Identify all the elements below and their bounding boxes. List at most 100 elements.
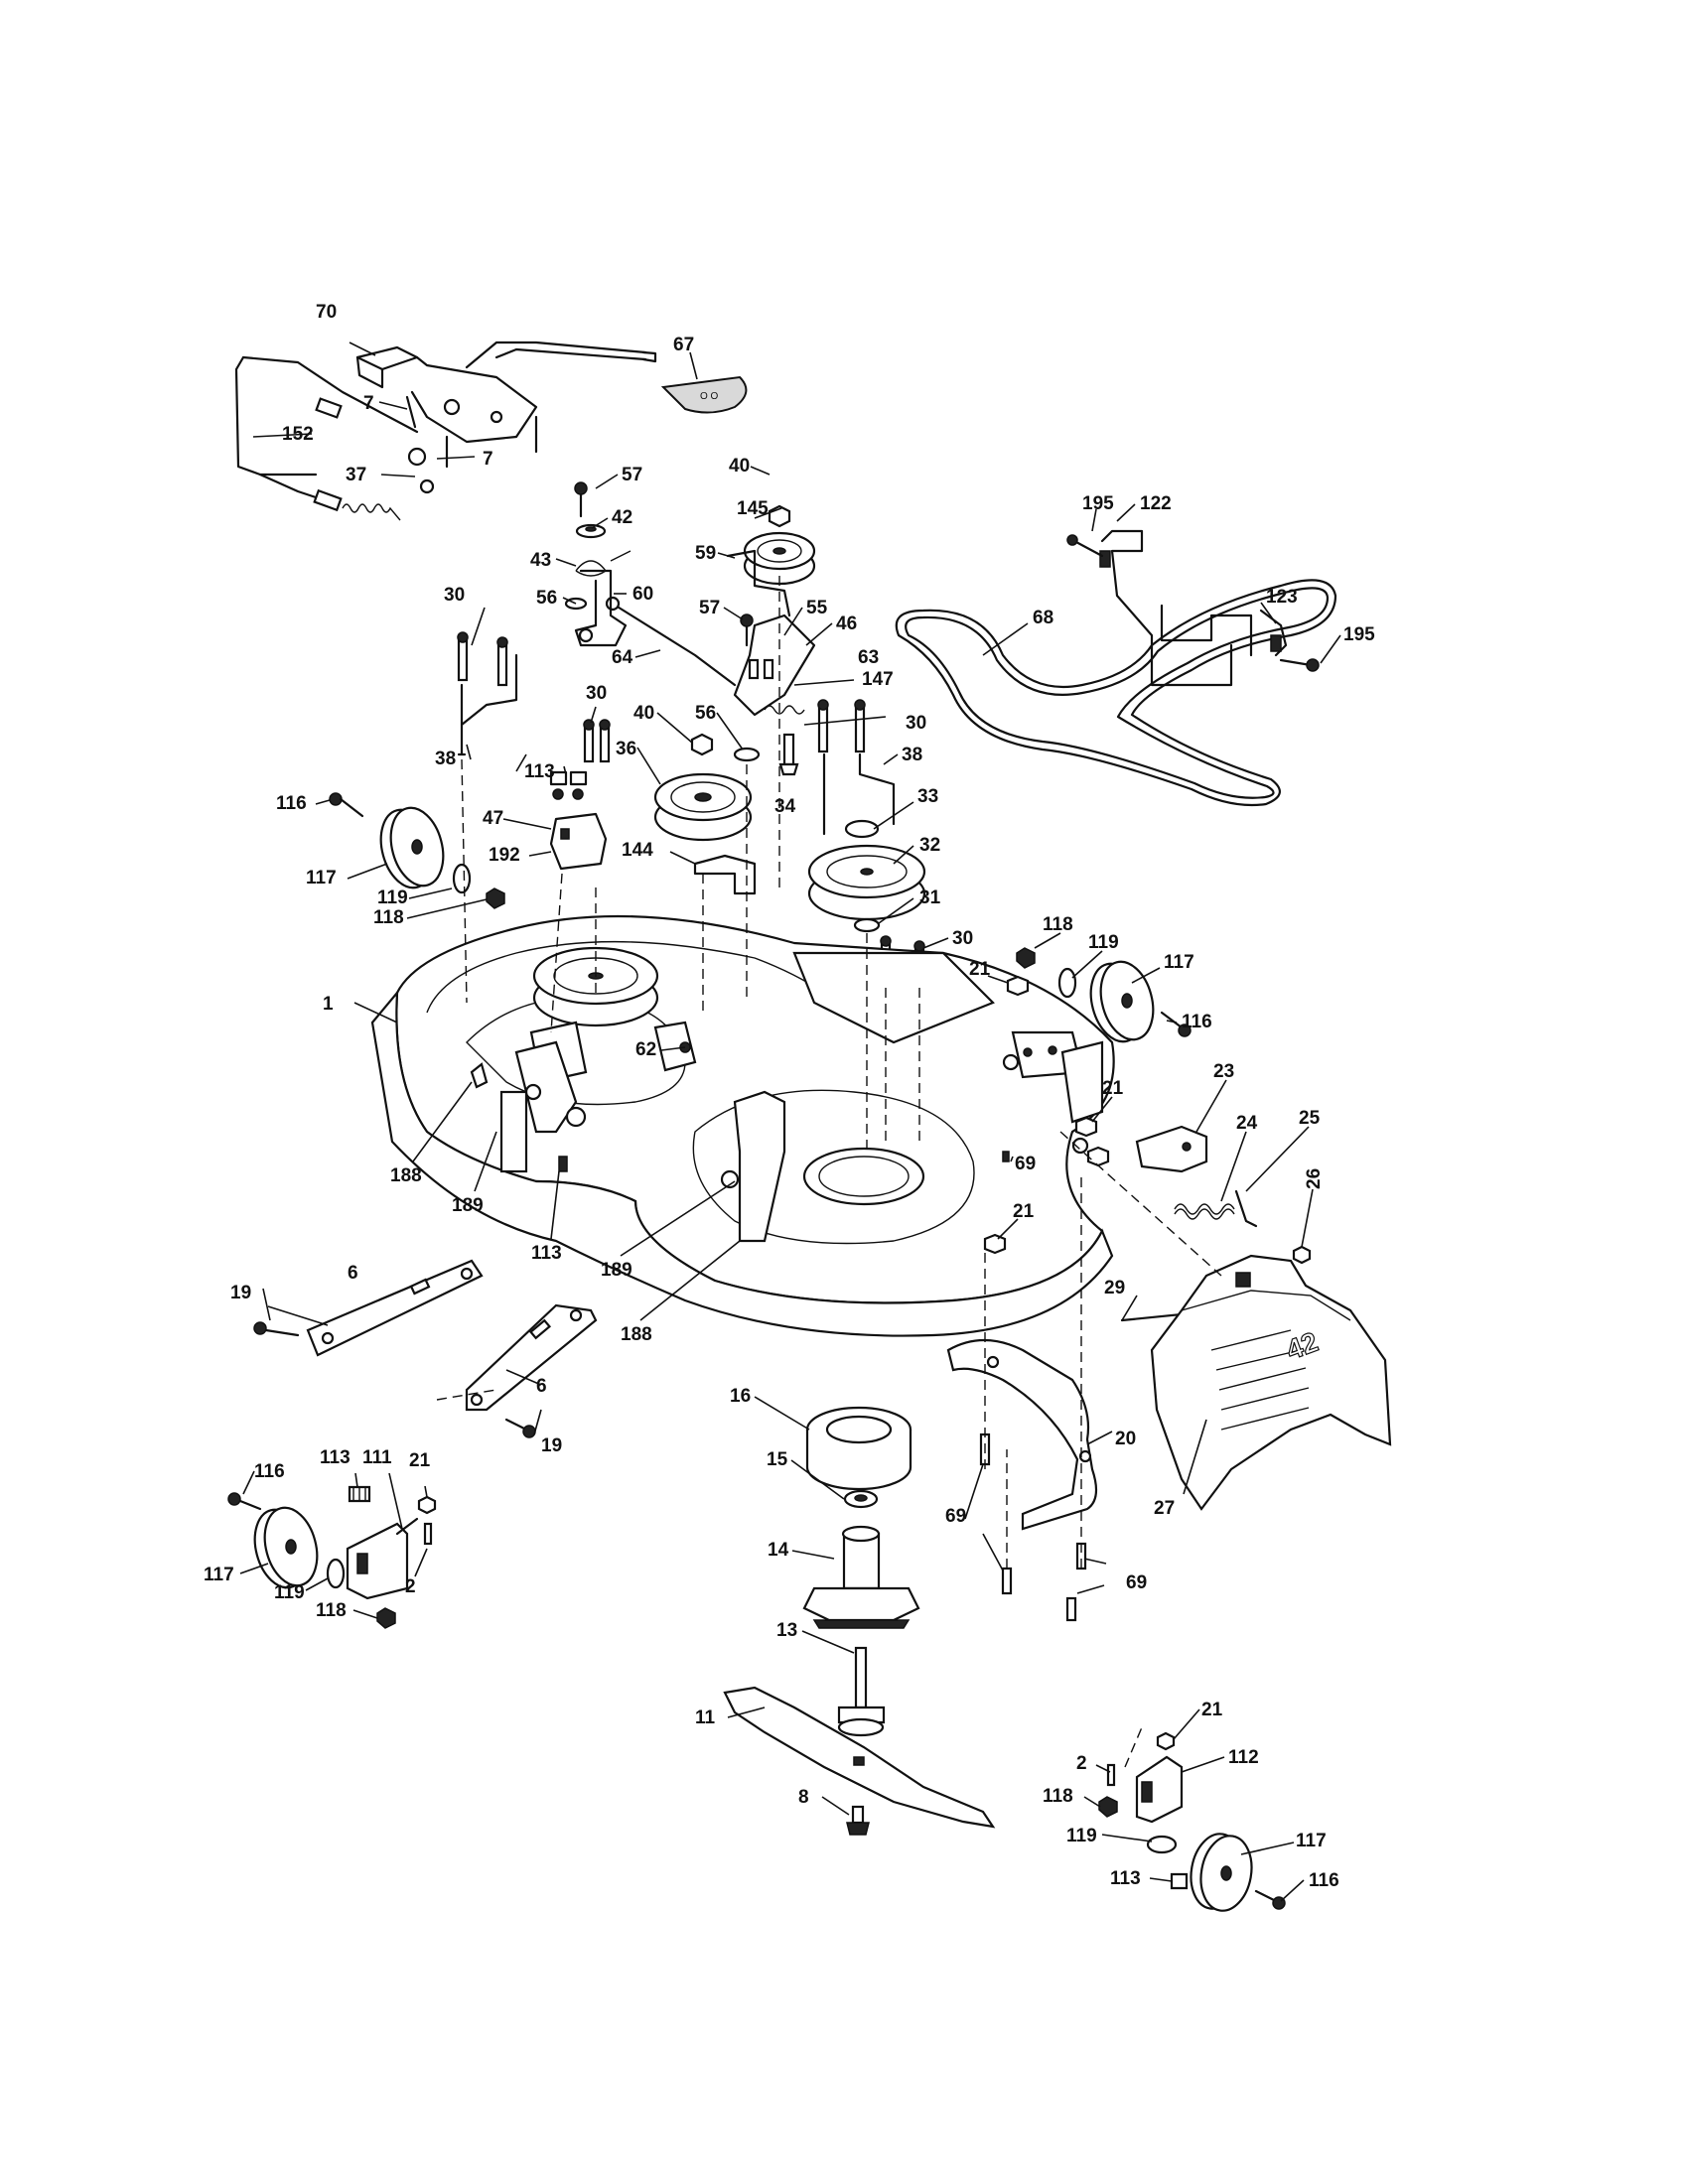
bolts-69: [979, 1433, 1087, 1622]
part-label: 27: [1154, 1498, 1175, 1519]
part-number-labels: 70 7 7 152 37 67 40 145 57 42 43 59 60 5…: [204, 302, 1375, 1891]
part-label: 147: [862, 669, 894, 690]
part-label: 24: [1236, 1113, 1258, 1134]
part-label: 15: [767, 1449, 788, 1470]
part-label: 40: [633, 703, 654, 724]
part-label: 188: [390, 1165, 422, 1186]
part-label: 116: [254, 1461, 285, 1482]
part-label: 25: [1299, 1108, 1321, 1129]
bolt-19a: [253, 1321, 300, 1337]
part-label: 57: [699, 598, 720, 618]
bolt-113c: [348, 1485, 371, 1503]
spring-24: [1174, 1203, 1235, 1220]
bolt-195-b: [1279, 658, 1320, 672]
svg-text:O O: O O: [700, 391, 719, 402]
bolt-116b: [1160, 1011, 1192, 1037]
bolts-30-left: [457, 631, 508, 687]
part-label: 192: [489, 845, 520, 866]
part-label: 40: [729, 456, 750, 477]
part-label: 38: [902, 745, 922, 765]
part-label: 112: [1228, 1747, 1259, 1768]
part-label: 117: [306, 868, 337, 888]
spindle-housing-14: [802, 1525, 920, 1629]
washer-119a: [452, 863, 472, 894]
part-label: 30: [444, 585, 465, 606]
bearing-15: [843, 1489, 879, 1509]
part-label: 116: [1182, 1012, 1212, 1032]
part-label: 32: [919, 835, 940, 856]
washer-31: [853, 917, 881, 933]
rod-38-left: [457, 653, 518, 756]
bracket-144: [693, 854, 757, 895]
part-label: 30: [906, 713, 926, 734]
bearing-housing-16: [805, 1406, 912, 1491]
part-label: 189: [452, 1195, 484, 1216]
idler-arm-59-55: [726, 549, 816, 717]
part-label: 16: [730, 1386, 751, 1407]
washers-top: [407, 447, 435, 494]
baffle-20: [946, 1338, 1098, 1531]
washer-33: [844, 819, 880, 839]
part-label: 30: [952, 928, 973, 949]
part-label: 60: [632, 584, 653, 605]
deck-bracket-6-upper: [306, 1259, 484, 1357]
idler-bracket-60: [574, 569, 628, 647]
part-label: 119: [274, 1582, 305, 1603]
belt-keeper-122: [1099, 529, 1253, 687]
bolt-116a: [329, 792, 364, 818]
part-label: 56: [695, 703, 716, 724]
bolt-57b: [740, 614, 754, 647]
deck-pulley-32: [807, 844, 926, 921]
part-label: 113: [531, 1243, 562, 1264]
nut-40-mid: [690, 733, 714, 756]
part-label: 21: [1201, 1700, 1223, 1720]
part-label: 7: [363, 393, 374, 414]
deck-hanger-188-189-right: [720, 1090, 786, 1243]
part-label: 20: [1115, 1429, 1136, 1449]
part-label: 69: [1015, 1154, 1036, 1174]
part-label: 189: [601, 1260, 632, 1281]
idler-pulley-36: [653, 772, 753, 842]
bolts-30-right: [817, 699, 866, 753]
alignment-lines: [436, 576, 1222, 1768]
bolt-57a: [574, 481, 588, 518]
part-label: 7: [483, 449, 493, 470]
wheel-117a: [379, 806, 445, 889]
nuts-21-deck: [983, 975, 1110, 1255]
bolt-2a: [423, 1522, 433, 1546]
part-label: 21: [969, 959, 991, 980]
part-label: 152: [282, 424, 314, 445]
bolt-2b: [1106, 1763, 1116, 1787]
left-spindle-housing: [499, 1021, 588, 1173]
part-label: 26: [1304, 1168, 1325, 1189]
nut-118c: [376, 1607, 396, 1629]
chute-bracket-23: [1135, 1125, 1208, 1173]
part-label: 195: [1343, 624, 1375, 645]
part-label: 1: [323, 994, 334, 1015]
part-label: 46: [836, 614, 857, 634]
part-label: 119: [377, 887, 408, 908]
bolt-19b: [504, 1418, 536, 1438]
part-label: 31: [919, 887, 941, 908]
part-label: 63: [858, 647, 879, 668]
nut-118b: [1016, 947, 1036, 969]
deck-hanger-188-left: [470, 1062, 489, 1089]
bolt-113d: [1170, 1872, 1189, 1890]
part-label: 21: [1013, 1201, 1035, 1222]
nut-21d: [1156, 1731, 1176, 1751]
part-label: 11: [695, 1707, 716, 1728]
part-label: 6: [348, 1263, 358, 1284]
part-label: 113: [524, 761, 555, 782]
part-label: 113: [1110, 1868, 1141, 1889]
part-label: 119: [1066, 1826, 1097, 1846]
deck-height-knob[interactable]: O O: [660, 375, 748, 414]
part-label: 21: [409, 1450, 431, 1471]
part-label: 69: [1126, 1572, 1147, 1593]
washer-119c: [326, 1558, 346, 1589]
part-label: 118: [1043, 914, 1073, 935]
part-label: 118: [373, 907, 404, 928]
part-label: 6: [536, 1376, 547, 1397]
part-label: 56: [536, 588, 557, 609]
part-label: 36: [616, 739, 636, 759]
nut-26: [1292, 1245, 1312, 1265]
